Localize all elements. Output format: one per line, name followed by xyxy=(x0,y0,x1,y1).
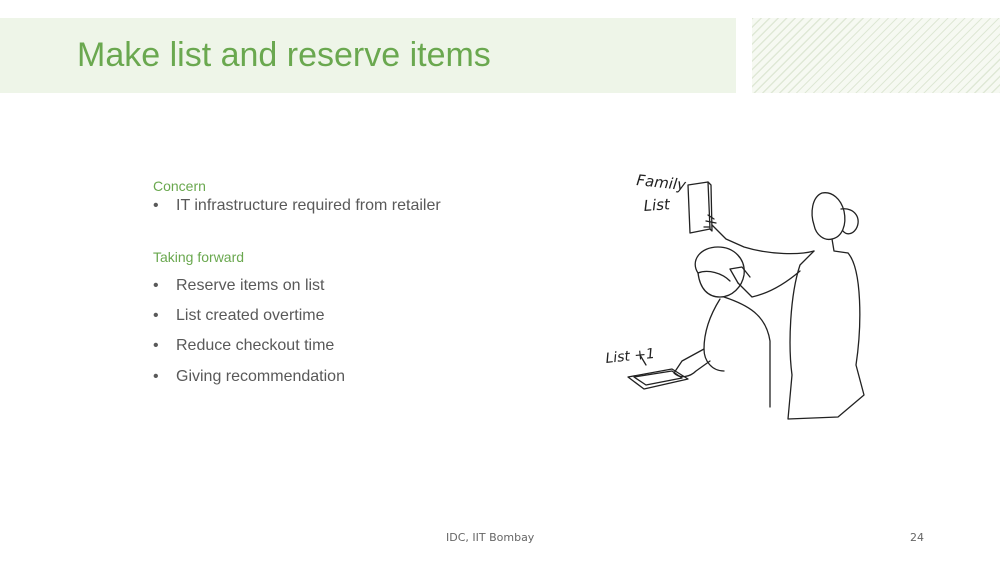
bullet-icon: • xyxy=(153,197,159,214)
footer-org: IDC, IIT Bombay xyxy=(446,531,535,544)
forward-item: •Reduce checkout time xyxy=(153,337,335,354)
woman-head xyxy=(811,192,846,241)
forward-heading: Taking forward xyxy=(153,249,245,265)
forward-item: •Reserve items on list xyxy=(153,277,325,294)
forward-item: •Giving recommendation xyxy=(153,368,345,385)
bullet-icon: • xyxy=(153,307,159,324)
bullet-icon: • xyxy=(153,277,159,294)
forward-item: •List created overtime xyxy=(153,307,325,324)
bullet-icon: • xyxy=(153,337,159,354)
title-band xyxy=(0,18,736,93)
hatch-decoration xyxy=(752,18,1000,93)
family-list-sketch: Family List List +1 xyxy=(605,171,865,420)
wall-label-list: List xyxy=(643,195,672,215)
wall-device xyxy=(687,181,711,234)
wall-label-family: Family xyxy=(636,171,688,194)
tablet-label: List +1 xyxy=(605,346,656,367)
tablet-device xyxy=(627,368,689,390)
concern-heading: Concern xyxy=(153,178,206,194)
boy-head xyxy=(694,246,745,298)
concern-item: •IT infrastructure required from retaile… xyxy=(153,197,441,214)
page-number: 24 xyxy=(910,531,924,544)
bullet-icon: • xyxy=(153,368,159,385)
slide-title: Make list and reserve items xyxy=(77,36,491,74)
